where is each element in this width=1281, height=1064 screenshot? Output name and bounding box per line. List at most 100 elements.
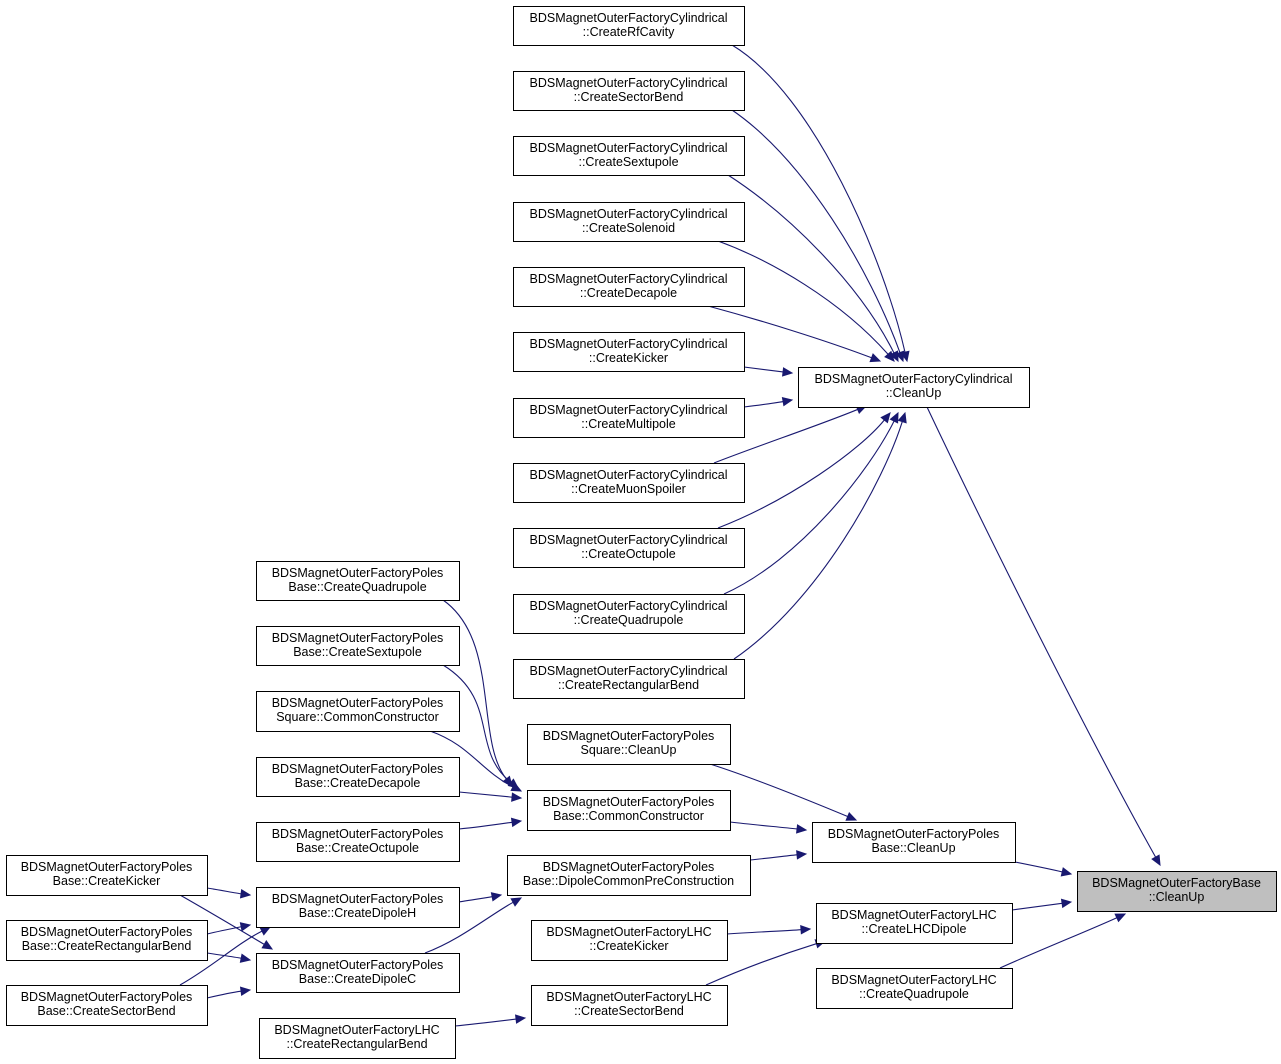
node-box	[259, 1018, 456, 1059]
node-label-method: ::CleanUp	[886, 386, 942, 400]
node-cyl-sectorbend[interactable]: BDSMagnetOuterFactoryCylindrical::Create…	[513, 71, 745, 111]
edge-line	[729, 821, 798, 830]
node-cyl-rfcavity[interactable]: BDSMagnetOuterFactoryCylindrical::Create…	[513, 6, 745, 46]
edge-line	[731, 109, 901, 353]
node-cyl-quadrupole[interactable]: BDSMagnetOuterFactoryCylindrical::Create…	[513, 594, 745, 634]
node-poles-base-sextupole[interactable]: BDSMagnetOuterFactoryPolesBase::CreateSe…	[256, 626, 460, 666]
arrowhead-icon	[1151, 854, 1161, 867]
node-box	[812, 822, 1016, 863]
node-label-class: BDSMagnetOuterFactoryPoles	[272, 631, 444, 645]
node-lhc-sectorbend[interactable]: BDSMagnetOuterFactoryLHC::CreateSectorBe…	[531, 985, 728, 1026]
arrowhead-icon	[1114, 913, 1127, 923]
edge-line	[429, 730, 514, 788]
edge-line	[713, 408, 858, 464]
node-cyl-muonspoiler[interactable]: BDSMagnetOuterFactoryCylindrical::Create…	[513, 463, 745, 503]
edge-poles-base-cleanup-to-factory-base-cleanup	[1014, 861, 1073, 877]
edge-line	[424, 901, 514, 954]
node-label-method: ::CreateQuadrupole	[574, 613, 684, 627]
arrowhead-icon	[880, 412, 891, 424]
node-box	[256, 561, 460, 601]
arrowhead-icon	[259, 926, 272, 936]
node-label-class: BDSMagnetOuterFactoryCylindrical	[530, 11, 728, 25]
node-box	[513, 6, 745, 46]
arrowhead-icon	[239, 889, 252, 899]
node-poles-base-decapole[interactable]: BDSMagnetOuterFactoryPolesBase::CreateDe…	[256, 757, 460, 797]
node-cyl-rectbend[interactable]: BDSMagnetOuterFactoryCylindrical::Create…	[513, 659, 745, 699]
arrowhead-icon	[1060, 898, 1073, 909]
node-lhc-rectbend[interactable]: BDSMagnetOuterFactoryLHC::CreateRectangu…	[259, 1018, 456, 1059]
edge-line	[999, 917, 1118, 969]
node-box	[513, 659, 745, 699]
edge-cyl-sextupole-to-cyl-cleanup	[727, 174, 899, 363]
node-label-method: Base::CreateDipoleH	[299, 906, 416, 920]
node-poles-base-dipolec[interactable]: BDSMagnetOuterFactoryPolesBase::CreateDi…	[256, 953, 460, 993]
node-box	[256, 953, 460, 993]
node-label-method: Base::CreateKicker	[53, 874, 161, 888]
edge-line	[926, 406, 1157, 858]
node-label-class: BDSMagnetOuterFactoryCylindrical	[530, 337, 728, 351]
node-poles-base-dipolecommon[interactable]: BDSMagnetOuterFactoryPolesBase::DipoleCo…	[507, 855, 751, 896]
edge-poles-square-commonconstructor-to-poles-base-commonconstructor	[429, 730, 523, 792]
node-poles-base-quadrupole[interactable]: BDSMagnetOuterFactoryPolesBase::CreateQu…	[256, 561, 460, 601]
node-poles-base-dipoleh[interactable]: BDSMagnetOuterFactoryPolesBase::CreateDi…	[256, 887, 460, 928]
node-cyl-octupole[interactable]: BDSMagnetOuterFactoryCylindrical::Create…	[513, 528, 745, 568]
node-cyl-solenoid[interactable]: BDSMagnetOuterFactoryCylindrical::Create…	[513, 202, 745, 242]
node-label-method: ::CreateKicker	[589, 351, 668, 365]
node-poles-square-cleanup[interactable]: BDSMagnetOuterFactoryPolesSquare::CleanU…	[527, 724, 731, 765]
node-poles-base-kicker[interactable]: BDSMagnetOuterFactoryPolesBase::CreateKi…	[6, 855, 208, 896]
edge-cyl-octupole-to-cyl-cleanup	[717, 412, 891, 529]
node-label-method: ::CreateSectorBend	[574, 90, 684, 104]
edges-layer	[179, 44, 1161, 1027]
edge-poles-base-octupole-to-poles-base-commonconstructor	[458, 817, 523, 830]
edge-line	[179, 894, 265, 945]
edge-cyl-cleanup-to-factory-base-cleanup	[926, 406, 1161, 867]
node-label-class: BDSMagnetOuterFactoryLHC	[831, 908, 996, 922]
edge-cyl-kicker-to-cyl-cleanup	[743, 366, 794, 377]
node-label-method: ::CreateRectangularBend	[558, 678, 699, 692]
arrowhead-icon	[511, 792, 523, 802]
edge-line	[1011, 902, 1063, 911]
node-label-class: BDSMagnetOuterFactoryCylindrical	[530, 272, 728, 286]
edge-line	[749, 854, 798, 861]
edge-line	[1014, 861, 1063, 873]
edge-cyl-sectorbend-to-cyl-cleanup	[731, 109, 905, 363]
edge-poles-base-dipolec-to-poles-base-dipolecommon	[424, 897, 523, 954]
node-cyl-kicker[interactable]: BDSMagnetOuterFactoryCylindrical::Create…	[513, 332, 745, 372]
node-label-class: BDSMagnetOuterFactoryLHC	[831, 973, 996, 987]
node-poles-base-sectorbend[interactable]: BDSMagnetOuterFactoryPolesBase::CreateSe…	[6, 985, 208, 1026]
node-label-class: BDSMagnetOuterFactoryLHC	[546, 990, 711, 1004]
node-cyl-multipole[interactable]: BDSMagnetOuterFactoryCylindrical::Create…	[513, 398, 745, 438]
node-poles-square-commonconstructor[interactable]: BDSMagnetOuterFactoryPolesSquare::Common…	[256, 691, 460, 732]
node-factory-base-cleanup[interactable]: BDSMagnetOuterFactoryBase::CleanUp	[1077, 871, 1277, 912]
edge-line	[707, 305, 872, 359]
node-box	[816, 968, 1013, 1009]
edge-line	[727, 174, 895, 354]
node-label-method: Base::CreateOctupole	[296, 841, 419, 855]
node-label-class: BDSMagnetOuterFactoryCylindrical	[815, 372, 1013, 386]
edge-line	[731, 44, 906, 353]
node-label-class: BDSMagnetOuterFactoryBase	[1092, 876, 1261, 890]
arrowhead-icon	[884, 350, 895, 362]
node-label-class: BDSMagnetOuterFactoryPoles	[828, 827, 1000, 841]
node-lhc-kicker[interactable]: BDSMagnetOuterFactoryLHC::CreateKicker	[531, 920, 728, 961]
node-cyl-sextupole[interactable]: BDSMagnetOuterFactoryCylindrical::Create…	[513, 136, 745, 176]
edge-line	[717, 240, 889, 355]
node-box	[513, 594, 745, 634]
node-box	[256, 691, 460, 732]
node-poles-base-commonconstructor[interactable]: BDSMagnetOuterFactoryPolesBase::CommonCo…	[527, 790, 731, 831]
edge-poles-square-cleanup-to-poles-base-cleanup	[709, 763, 858, 821]
node-cyl-decapole[interactable]: BDSMagnetOuterFactoryCylindrical::Create…	[513, 267, 745, 307]
node-poles-base-rectbend[interactable]: BDSMagnetOuterFactoryPolesBase::CreateRe…	[6, 920, 208, 961]
node-box	[527, 724, 731, 765]
edge-line	[705, 943, 817, 986]
node-box	[513, 528, 745, 568]
node-label-method: ::CreateMuonSpoiler	[571, 482, 686, 496]
node-label-class: BDSMagnetOuterFactoryPoles	[543, 795, 715, 809]
node-lhc-lhcdipole[interactable]: BDSMagnetOuterFactoryLHC::CreateLHCDipol…	[816, 903, 1013, 944]
node-cyl-cleanup[interactable]: BDSMagnetOuterFactoryCylindrical::CleanU…	[798, 367, 1030, 408]
node-box	[816, 903, 1013, 944]
node-label-class: BDSMagnetOuterFactoryCylindrical	[530, 533, 728, 547]
node-lhc-quadrupole[interactable]: BDSMagnetOuterFactoryLHC::CreateQuadrupo…	[816, 968, 1013, 1009]
node-poles-base-octupole[interactable]: BDSMagnetOuterFactoryPolesBase::CreateOc…	[256, 822, 460, 862]
